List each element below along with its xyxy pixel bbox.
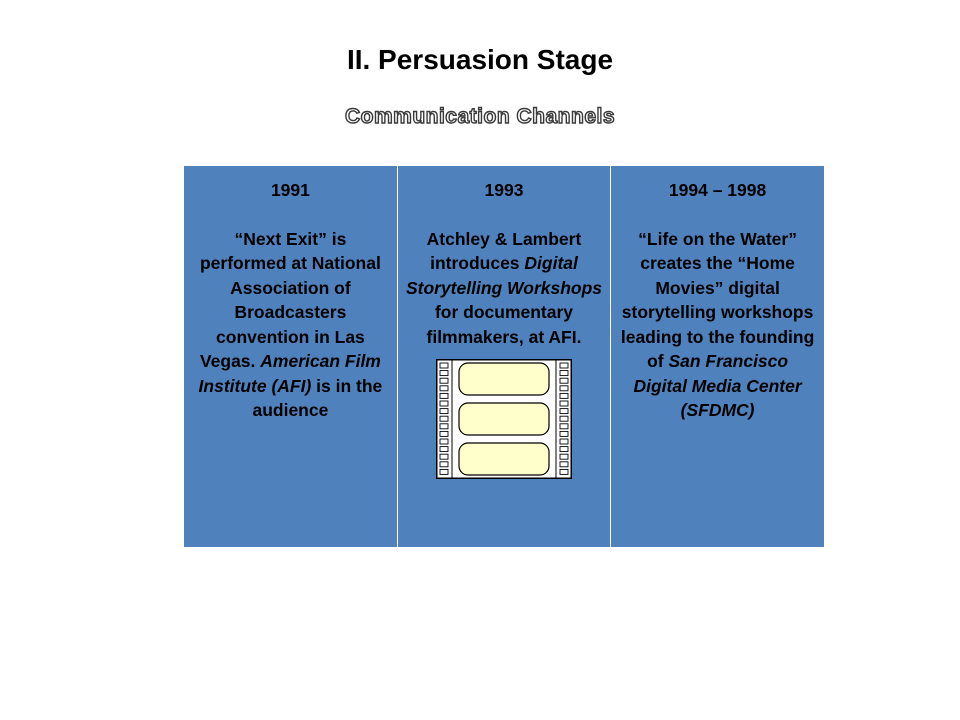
- film-perforation: [559, 400, 569, 407]
- film-perforations-right: [559, 362, 569, 475]
- film-perforation: [559, 385, 569, 392]
- film-perforation: [559, 468, 569, 475]
- film-perforation: [559, 408, 569, 415]
- timeline-year: 1991: [270, 180, 310, 200]
- film-perforation: [439, 423, 449, 430]
- film-perforation: [559, 362, 569, 369]
- film-perforation: [439, 468, 449, 475]
- description-emphasis: San Francisco Digital Media Center (SFDM…: [633, 351, 802, 420]
- description-emphasis: Digital Storytelling Workshops: [405, 253, 603, 298]
- film-perforation: [559, 415, 569, 422]
- film-perforation: [559, 438, 569, 445]
- timeline-cell-1991: 1991 “Next Exit” is performed at Nationa…: [184, 166, 398, 547]
- film-frame: [458, 402, 550, 436]
- film-perforation: [559, 392, 569, 399]
- film-perforation: [439, 362, 449, 369]
- film-perforation: [439, 408, 449, 415]
- film-frame: [458, 442, 550, 476]
- film-perforation: [559, 446, 569, 453]
- timeline-year: 1993: [484, 180, 524, 200]
- film-perforation: [559, 377, 569, 384]
- description-text: Atchley & Lambert introduces: [426, 228, 582, 274]
- film-perforation: [439, 377, 449, 384]
- slide-title: II. Persuasion Stage: [346, 44, 614, 75]
- film-perforation: [439, 453, 449, 460]
- timeline-description: “Next Exit” is performed at National Ass…: [192, 227, 389, 423]
- film-perforation: [439, 392, 449, 399]
- timeline-description: “Life on the Water” creates the “Home Mo…: [619, 227, 816, 423]
- film-perforation: [439, 438, 449, 445]
- film-frame: [458, 362, 550, 396]
- timeline-cell-1994-1998: 1994 – 1998 “Life on the Water” creates …: [610, 166, 824, 547]
- timeline-row: 1991 “Next Exit” is performed at Nationa…: [184, 166, 824, 547]
- film-perforation: [559, 370, 569, 377]
- film-strip-icon: [435, 359, 572, 479]
- film-perforation: [439, 461, 449, 468]
- timeline-cell-1993: 1993 Atchley & Lambert introduces Digita…: [396, 166, 612, 547]
- film-perforation: [439, 400, 449, 407]
- film-perforation: [559, 453, 569, 460]
- description-text: for documentary filmmakers, at AFI.: [426, 302, 582, 347]
- film-perforation: [559, 423, 569, 430]
- description-text: is in the audience: [252, 375, 383, 421]
- description-text: “Life on the Water” creates the “Home Mo…: [620, 228, 815, 372]
- film-perforation: [439, 385, 449, 392]
- film-perforation: [559, 461, 569, 468]
- timeline-year: 1994 – 1998: [668, 180, 767, 200]
- film-perforation: [559, 430, 569, 437]
- film-perforation: [439, 430, 449, 437]
- film-perforation: [439, 415, 449, 422]
- timeline-description: Atchley & Lambert introduces Digital Sto…: [406, 227, 602, 350]
- film-perforation: [439, 370, 449, 377]
- description-text: “Next Exit” is performed at National Ass…: [199, 228, 381, 372]
- film-perforation: [439, 446, 449, 453]
- description-emphasis: American Film Institute (AFI): [198, 351, 381, 396]
- timeline-table: 1991 “Next Exit” is performed at Nationa…: [184, 166, 824, 547]
- film-perforations-left: [439, 362, 449, 475]
- slide-subtitle: Communication Channels: [344, 104, 616, 128]
